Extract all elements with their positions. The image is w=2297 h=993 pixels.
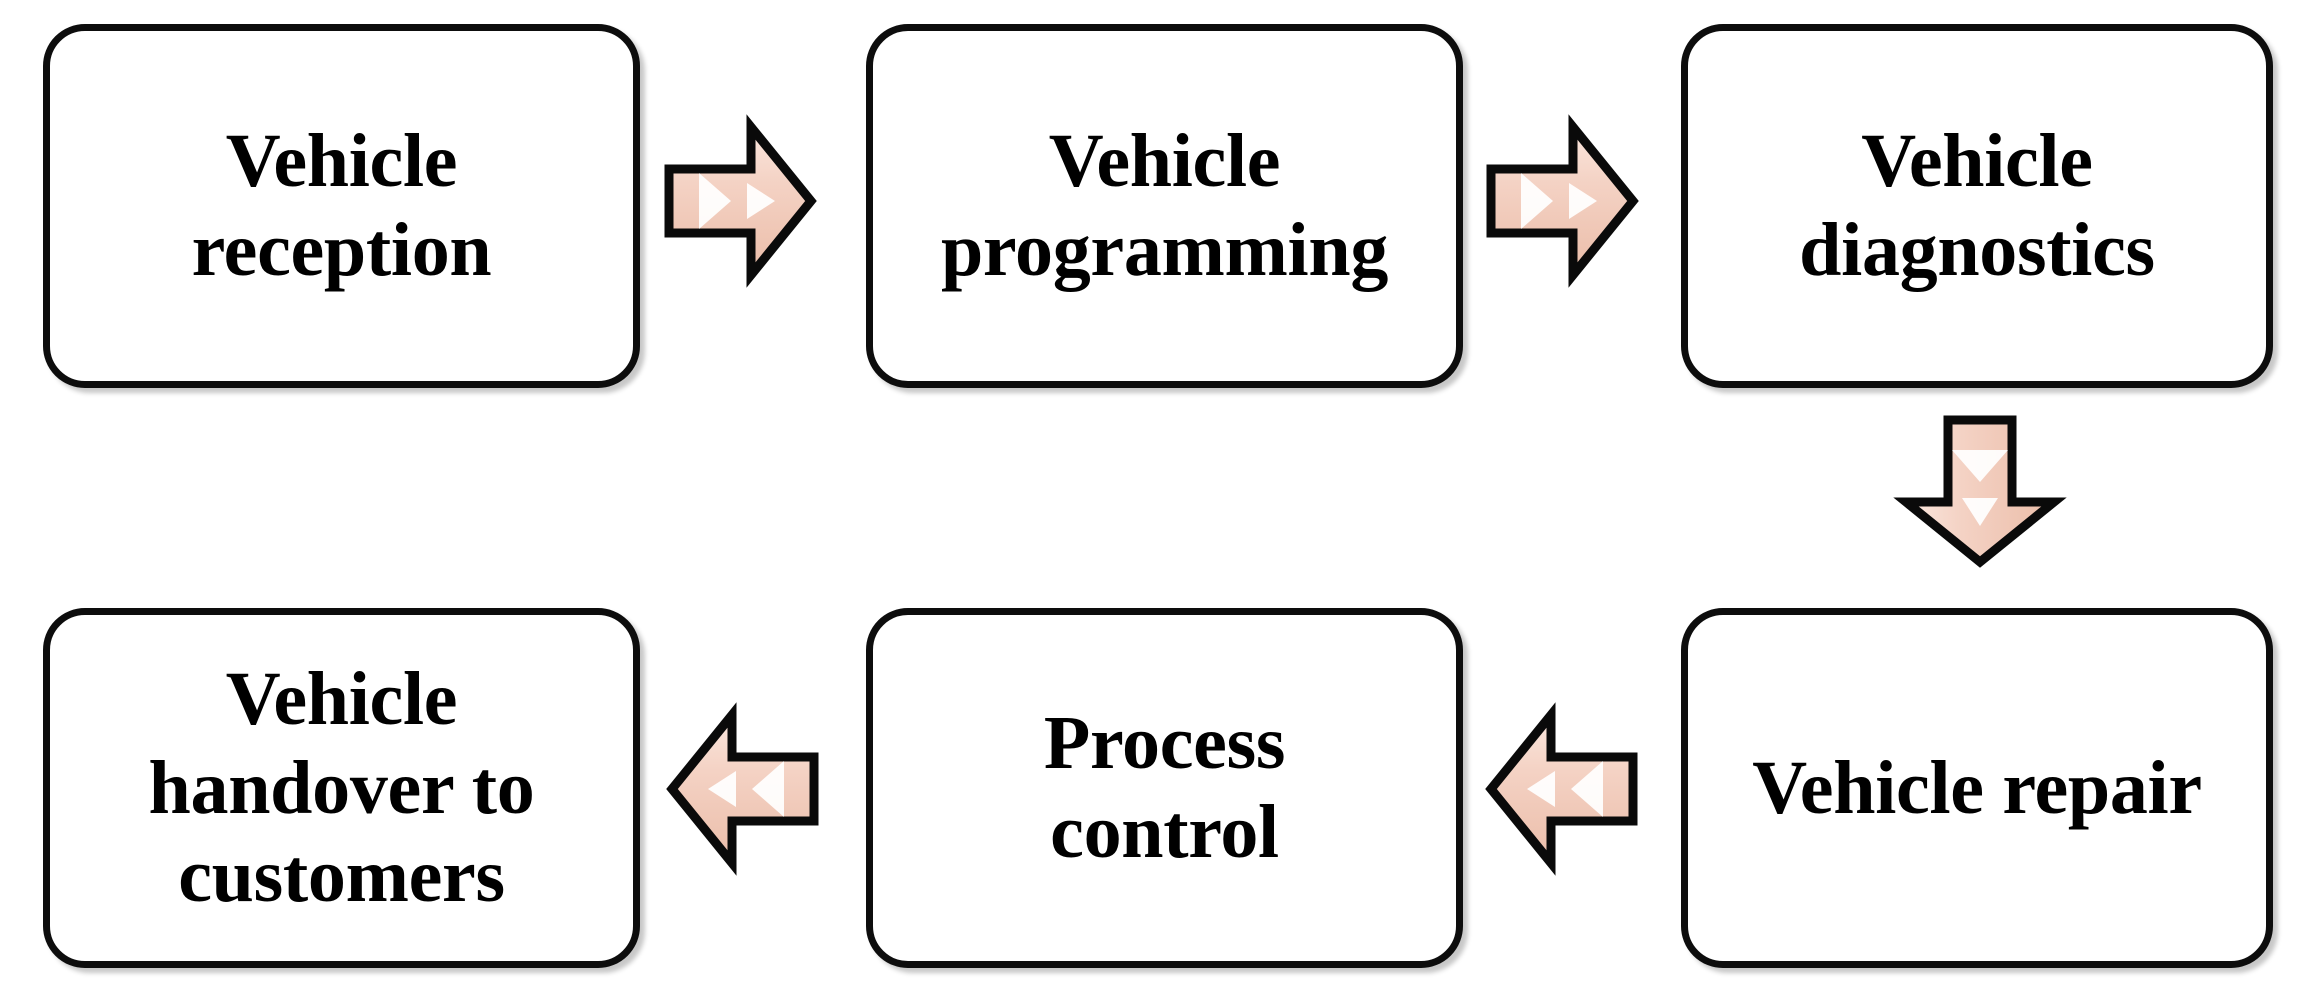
arrow-right-reception-to-programming bbox=[664, 114, 817, 288]
process-node-vehicle-handover-to-customers[interactable]: Vehicle handover to customers bbox=[43, 608, 640, 968]
process-node-label: Vehicle repair bbox=[1752, 745, 2202, 830]
process-node-label: Vehicle reception bbox=[191, 119, 492, 292]
process-node-vehicle-diagnostics[interactable]: Vehicle diagnostics bbox=[1681, 24, 2273, 388]
process-node-label: Vehicle diagnostics bbox=[1799, 119, 2155, 292]
process-node-label: Process control bbox=[1043, 701, 1286, 874]
arrow-down-diagnostics-to-repair bbox=[1890, 415, 2067, 584]
process-node-vehicle-reception[interactable]: Vehicle reception bbox=[43, 24, 640, 388]
process-node-process-control[interactable]: Process control bbox=[866, 608, 1463, 968]
process-node-vehicle-repair[interactable]: Vehicle repair bbox=[1681, 608, 2273, 968]
process-node-vehicle-programming[interactable]: Vehicle programming bbox=[866, 24, 1463, 388]
arrow-right-programming-to-diagnostics bbox=[1486, 114, 1639, 288]
process-node-label: Vehicle programming bbox=[940, 119, 1389, 292]
arrow-left-repair-to-process bbox=[1485, 702, 1638, 876]
arrow-left-process-to-handover bbox=[666, 702, 819, 876]
process-node-label: Vehicle handover to customers bbox=[148, 656, 535, 919]
